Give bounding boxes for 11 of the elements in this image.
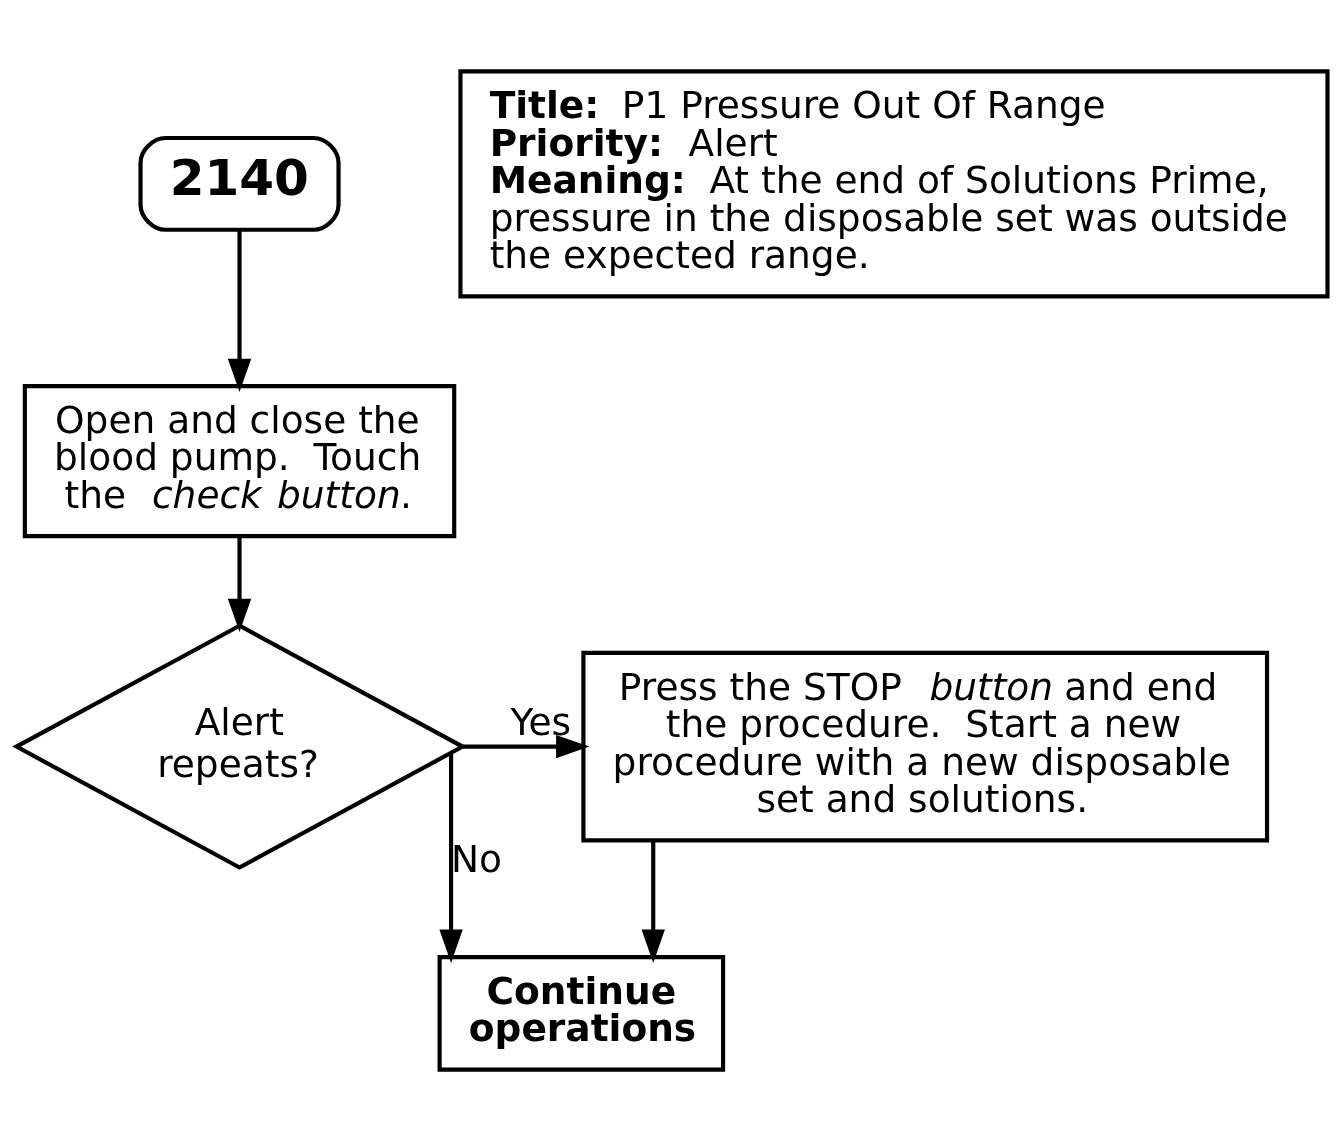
arrow <box>641 840 665 963</box>
arrow <box>463 734 590 759</box>
arrow <box>439 753 463 963</box>
edge-label: Yes <box>510 699 572 744</box>
arrow <box>227 536 252 633</box>
node-box: Continue operations <box>437 955 726 1072</box>
node-box: Title: P1 Pressure Out Of Range Priority: Alert Meaning: At the end of Solutions Prime, pressure in the disposable set was outside the expected range. <box>458 69 1330 299</box>
node-box: Press the STOP button and end the procedure. Start a new procedure with a new disposable set and solutions. <box>581 650 1270 843</box>
arrow <box>227 230 252 393</box>
node-box: Open and close the blood pump. Touch the check button. <box>22 383 457 539</box>
node-box: 2140 <box>138 135 341 232</box>
